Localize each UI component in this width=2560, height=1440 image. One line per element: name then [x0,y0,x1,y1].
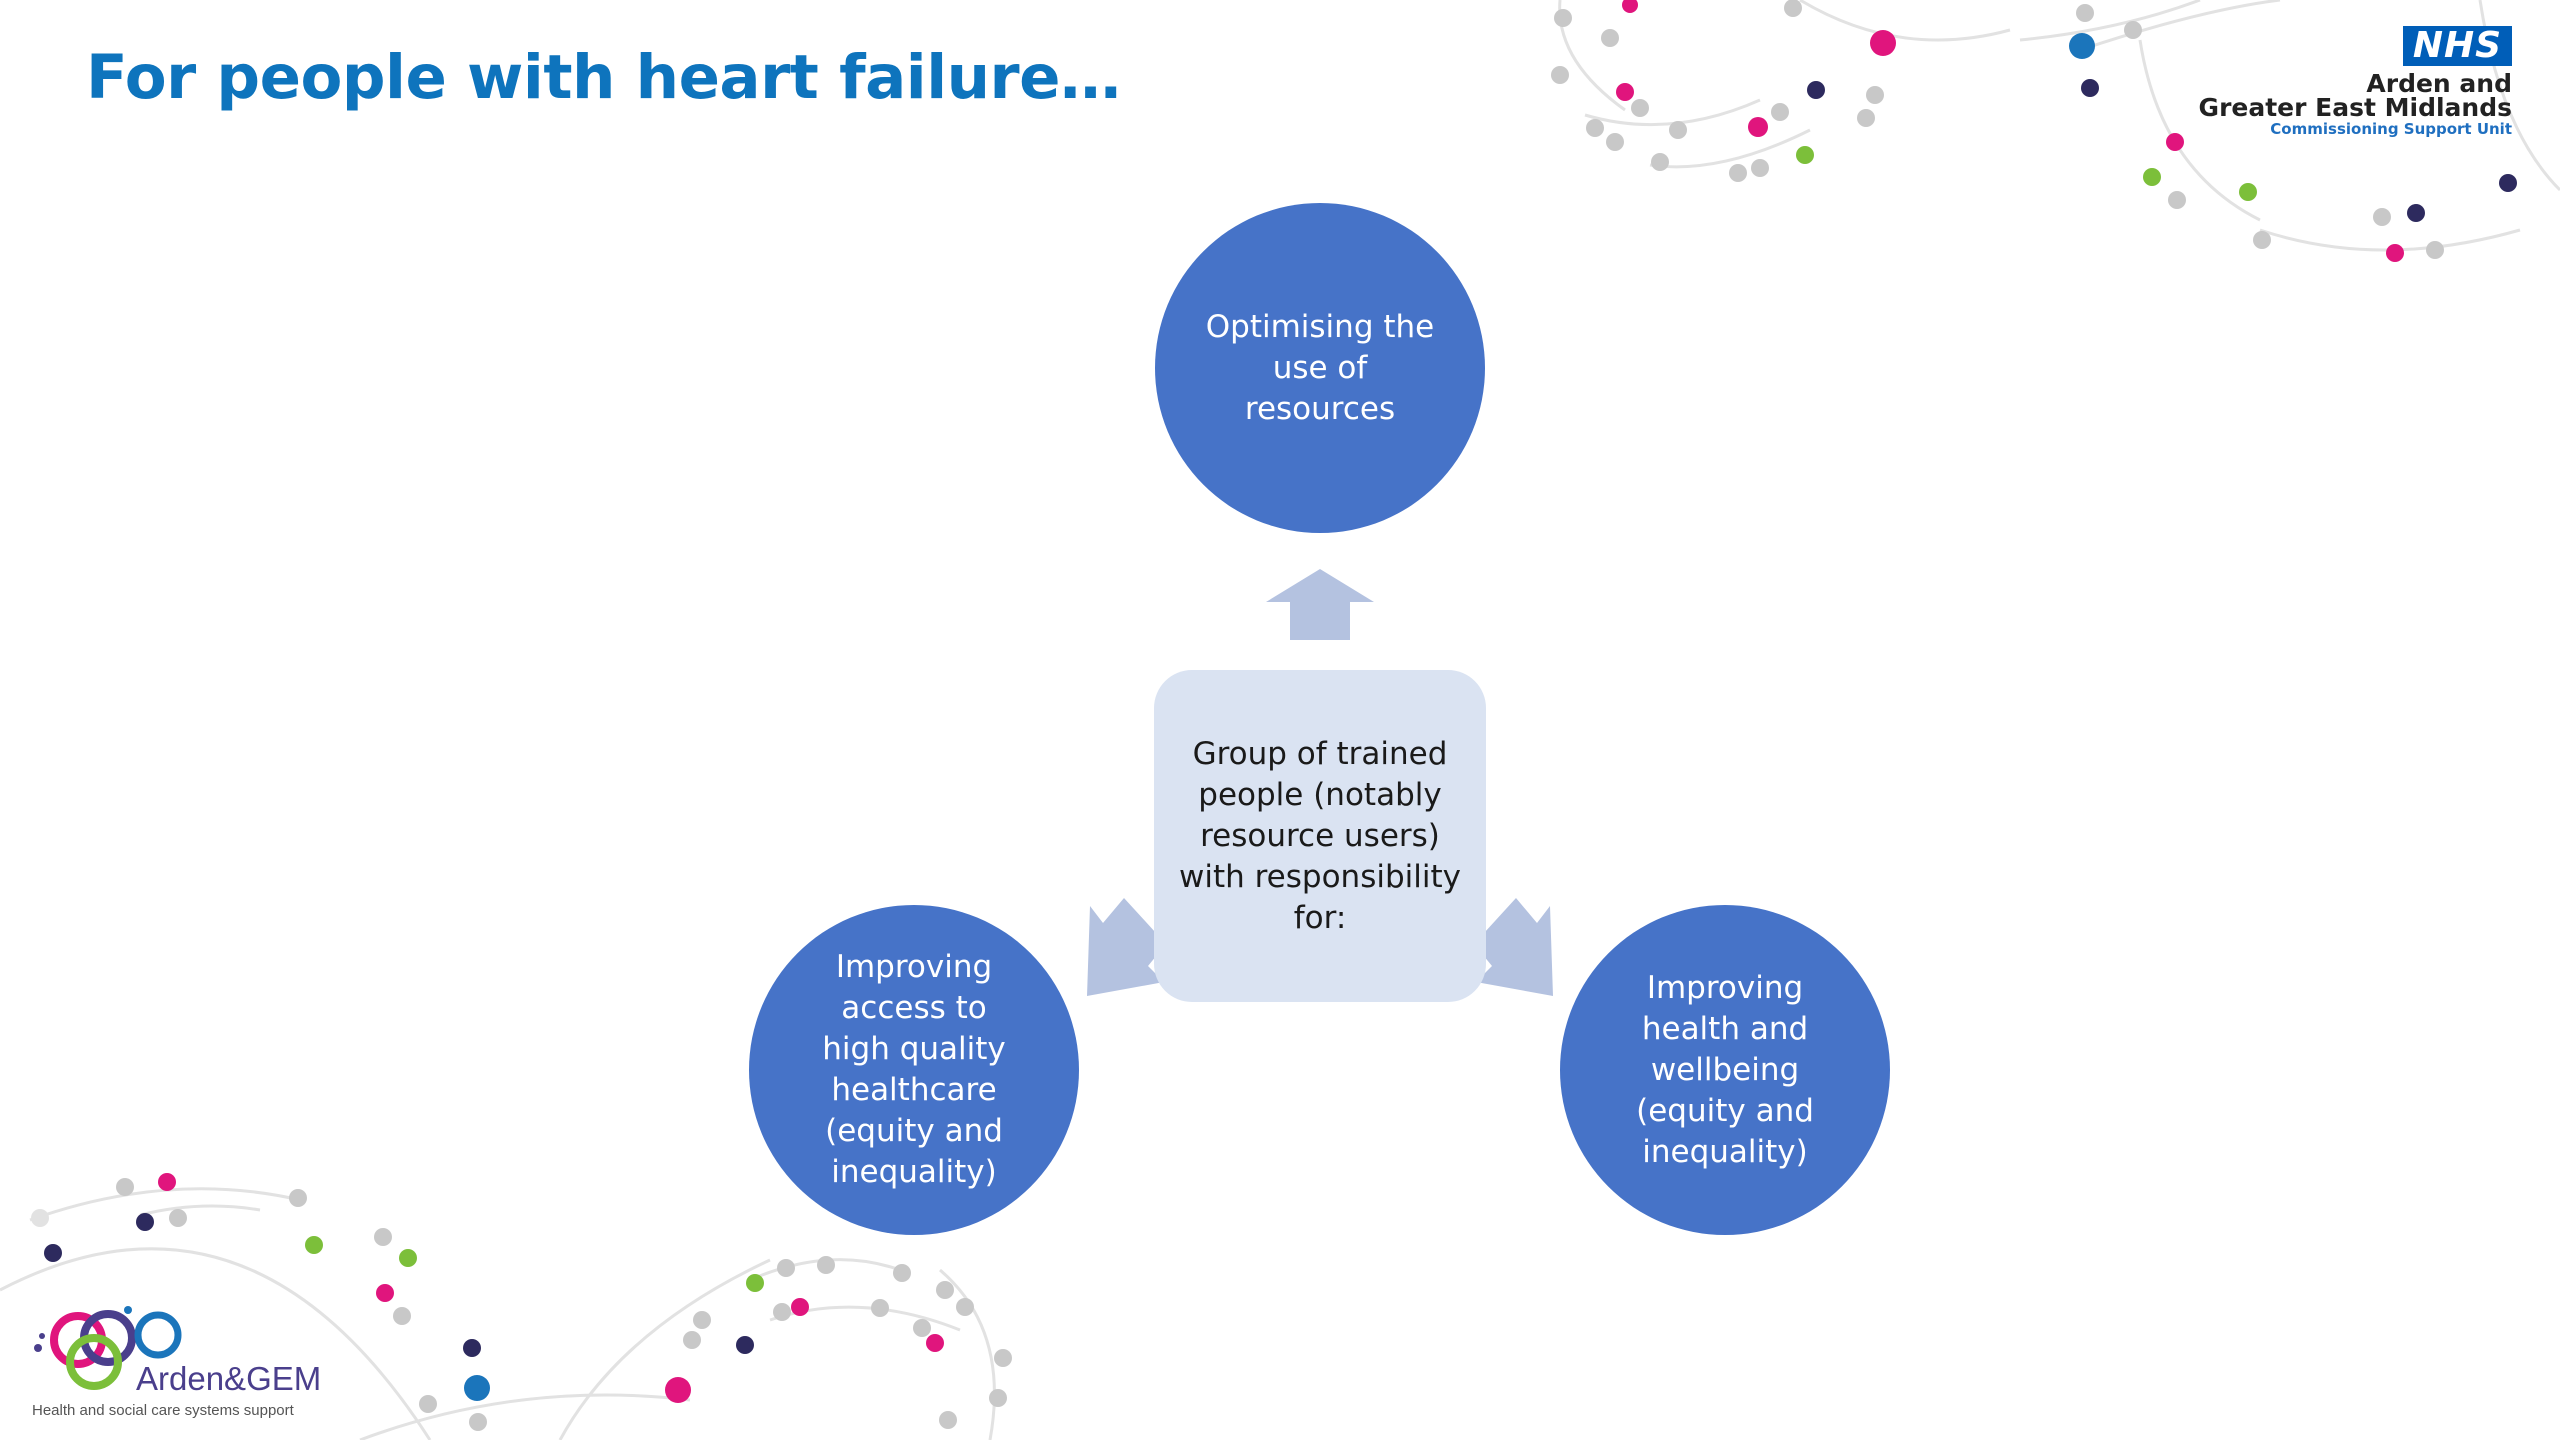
arden-gem-rings-icon [34,1306,182,1390]
circle-label: Improving access to high quality healthc… [822,949,1006,1190]
nhs-org-line2: Greater East Midlands [2198,93,2512,122]
arrow-down-right [1474,898,1553,996]
slide-title: For people with heart failure… [86,42,1121,113]
nhs-arden-gem-logo: NHS Arden and Greater East Midlands Comm… [2092,26,2512,138]
nhs-badge: NHS [2402,26,2512,66]
arden-gem-tagline: Health and social care systems support [32,1402,294,1419]
nhs-org-line1: Arden and [2366,69,2512,98]
circle-optimising-resources: Optimising the use of resources [1155,203,1485,533]
circle-improving-access: Improving access to high quality healthc… [749,905,1079,1235]
circle-label: Improving health and wellbeing (equity a… [1636,969,1814,1170]
nhs-org-line3: Commissioning Support Unit [2270,120,2512,138]
arrow-down-left [1087,898,1166,996]
center-box-label: Group of trained people (notably resourc… [1179,735,1461,936]
arden-gem-name: Arden&GEM [136,1360,322,1397]
center-box-trained-group: Group of trained people (notably resourc… [1154,670,1486,1002]
circle-improving-health: Improving health and wellbeing (equity a… [1560,905,1890,1235]
circle-label: Optimising the use of resources [1205,308,1435,427]
arrow-up [1266,569,1374,640]
